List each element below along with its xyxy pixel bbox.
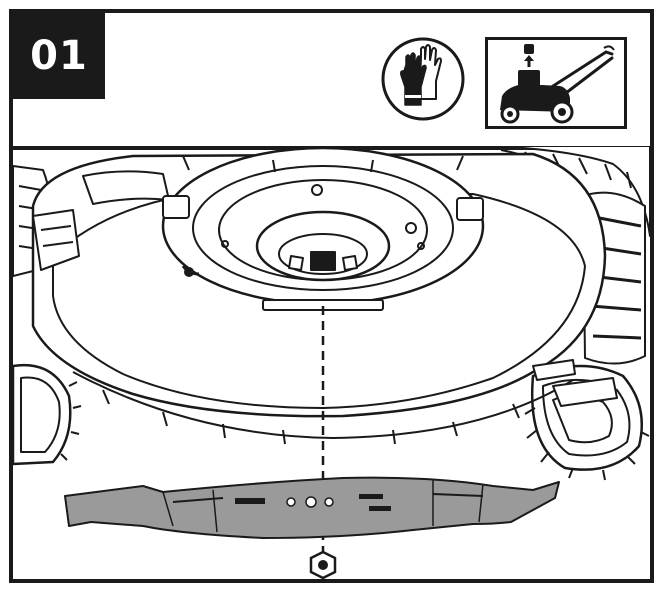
instruction-panel: 01 <box>9 9 654 583</box>
mower-deck-illustration <box>13 146 650 580</box>
spindle-bolt <box>310 251 336 271</box>
disconnect-spark-plug-icon-box <box>485 37 627 129</box>
blade-nut <box>309 550 337 580</box>
panel-header: 01 <box>13 13 650 150</box>
mower-spark-plug-icon <box>500 44 615 124</box>
safety-gloves-icon <box>381 37 465 121</box>
step-number-badge: 01 <box>13 13 105 99</box>
mower-blade <box>64 476 560 539</box>
